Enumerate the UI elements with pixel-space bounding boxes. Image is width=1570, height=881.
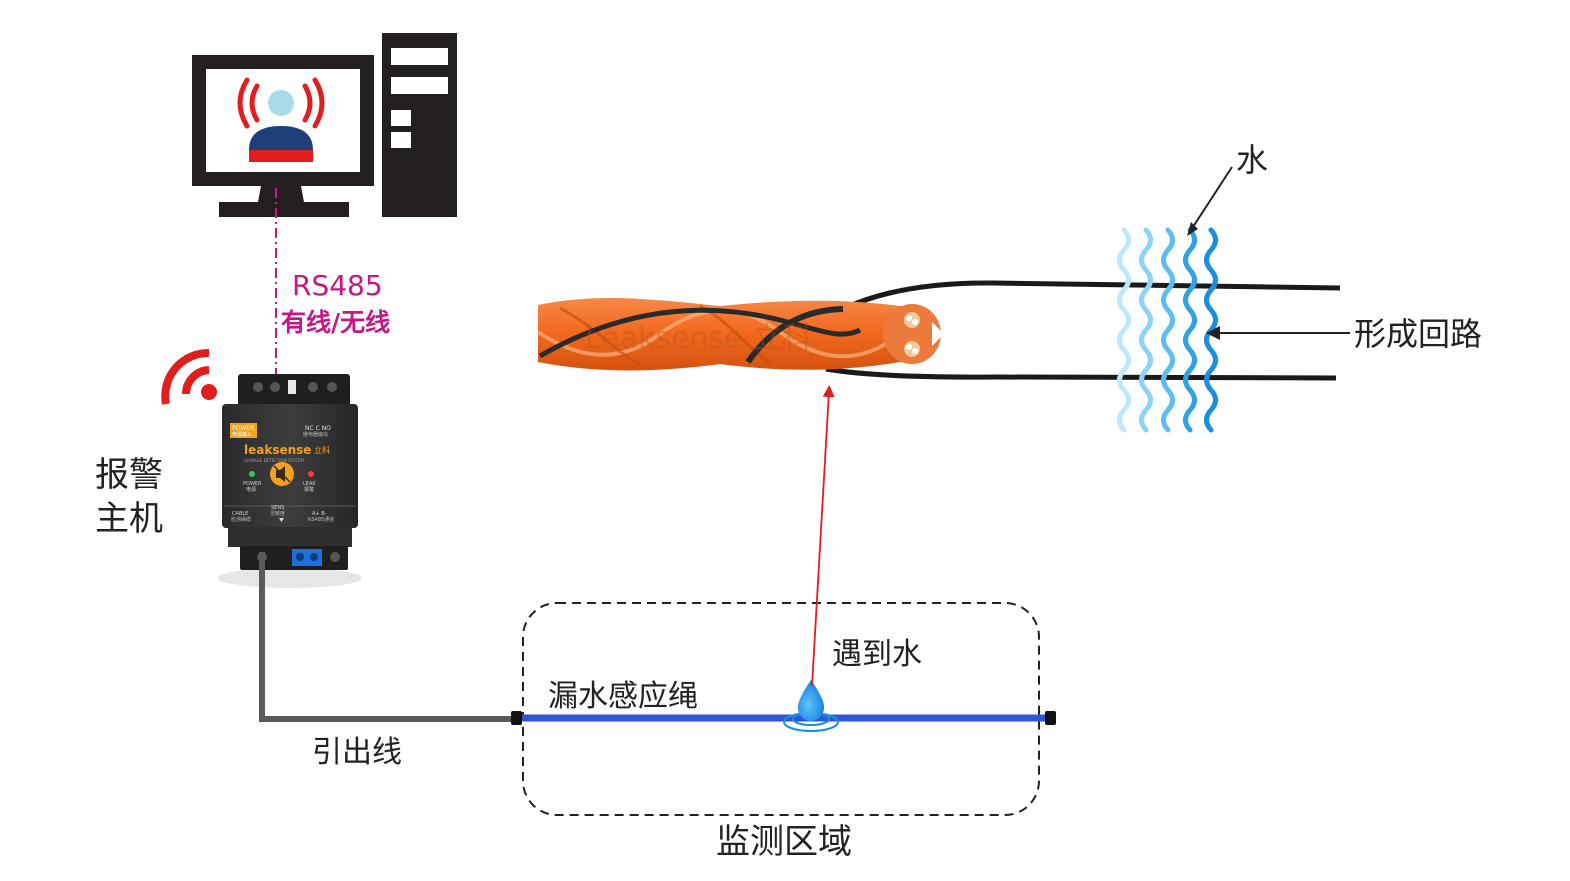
wave-line	[1161, 227, 1175, 433]
computer-icon	[192, 33, 457, 217]
water-waves	[1117, 227, 1218, 433]
red-pointer-arrow	[811, 385, 835, 687]
wave-line	[1204, 227, 1218, 433]
power-led	[249, 471, 255, 477]
rs485-label: RS485	[292, 269, 383, 302]
lead-wire	[259, 552, 518, 722]
svg-text:LEAK: LEAK	[303, 481, 316, 487]
svg-text:A+ B-: A+ B-	[312, 511, 327, 517]
svg-text:电源: 电源	[246, 486, 256, 493]
alarm-host-device: POWER 电源输入 NC C NO 继电器输出 leaksense 立科 LE…	[218, 374, 362, 588]
meets-water-label: 遇到水	[832, 637, 922, 672]
alarm-host-label-line2: 主机	[95, 499, 163, 539]
svg-text:立科: 立科	[314, 445, 330, 455]
svg-text:电源输入: 电源输入	[232, 431, 252, 438]
monitor-neck	[258, 186, 304, 202]
svg-text:继电器输出: 继电器输出	[303, 431, 328, 438]
svg-text:灵敏度: 灵敏度	[270, 510, 285, 517]
svg-text:RS485通信: RS485通信	[308, 516, 334, 523]
svg-text:报警: 报警	[304, 486, 314, 493]
svg-text:SENS: SENS	[271, 505, 284, 511]
cable-watermark: Leaksense 立科	[585, 321, 812, 356]
monitor-base	[219, 202, 349, 217]
forms-loop-label: 形成回路	[1354, 315, 1482, 353]
device-brand: leaksense	[244, 443, 311, 457]
wave-line	[1117, 227, 1131, 433]
monitoring-area-label: 监测区域	[716, 822, 852, 862]
alarm-host-label-line1: 报警	[95, 455, 163, 495]
wireless-signal-icon	[161, 348, 217, 405]
wired-wireless-label: 有线/无线	[281, 308, 390, 337]
svg-text:POWER: POWER	[232, 425, 254, 432]
monitoring-area-box	[522, 602, 1040, 816]
svg-text:NC C NO: NC C NO	[305, 425, 331, 432]
water-drop-icon	[783, 680, 839, 732]
svg-text:LEAKAGE DETECTION SYSTEM: LEAKAGE DETECTION SYSTEM	[244, 458, 305, 463]
water-label: 水	[1236, 141, 1268, 179]
sensing-rope-label: 漏水感应绳	[548, 679, 698, 714]
rope-end-left	[511, 711, 522, 725]
svg-text:检测绳缆: 检测绳缆	[231, 516, 251, 523]
user-alarm-icon	[237, 77, 325, 162]
rope-end-right	[1045, 711, 1056, 725]
power-tag	[230, 423, 257, 438]
wave-line	[1139, 227, 1153, 433]
svg-text:POWER: POWER	[243, 481, 262, 487]
twisted-cable: Leaksense 立科	[536, 280, 1341, 381]
leak-led	[308, 471, 314, 477]
lead-wire-label: 引出线	[312, 735, 402, 770]
svg-text:CABLE: CABLE	[232, 511, 248, 517]
wave-line	[1183, 227, 1197, 433]
water-pointer	[1190, 166, 1233, 231]
